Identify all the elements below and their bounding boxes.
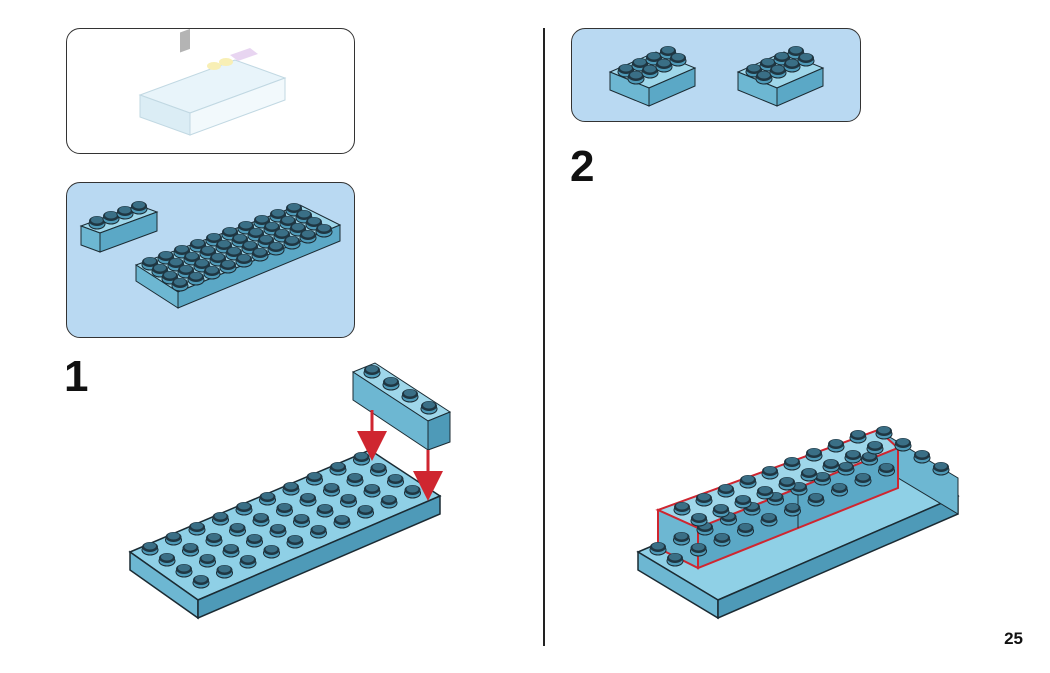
step-1-number: 1: [64, 352, 89, 401]
page-divider: [543, 28, 545, 646]
step-1-part-1x4-brick: [79, 200, 159, 253]
step-2-number: 2: [570, 142, 595, 191]
step-1-placement-arrows: [357, 410, 443, 501]
page-number: 25: [1004, 629, 1023, 648]
finished-model-preview: [138, 28, 287, 136]
